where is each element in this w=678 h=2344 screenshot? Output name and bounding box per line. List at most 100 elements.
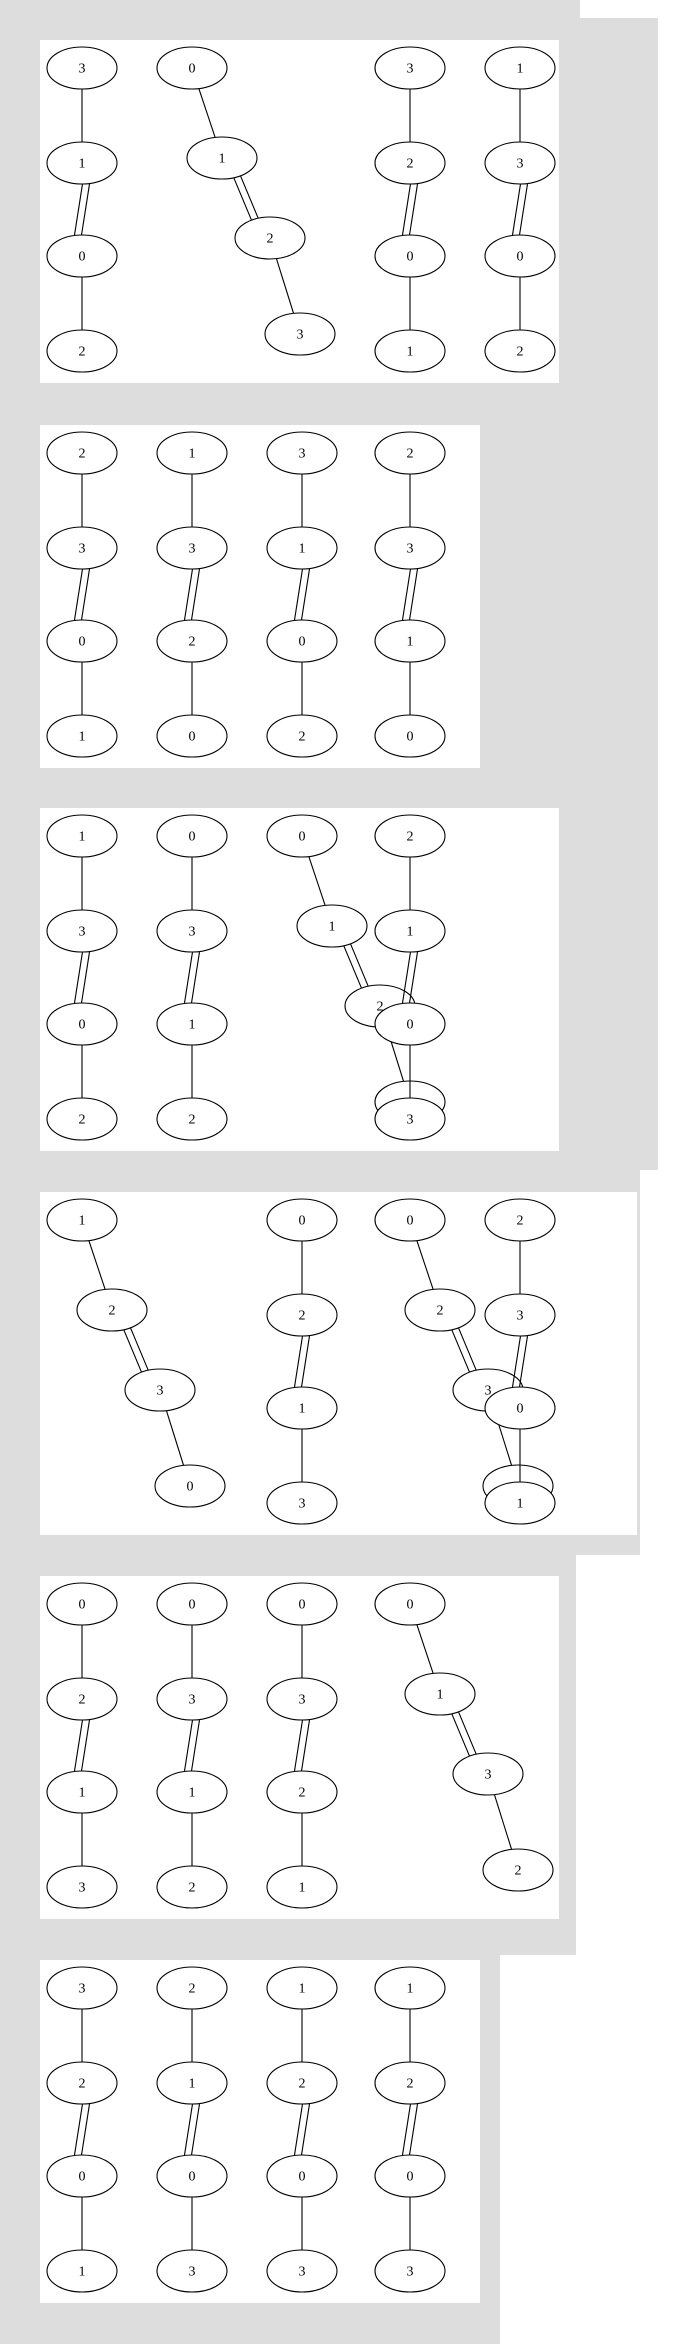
node-label: 3 <box>299 1693 306 1708</box>
node-label: 2 <box>515 1864 522 1879</box>
graph-node: 1 <box>404 1672 476 1716</box>
double-bond-line <box>73 951 84 1004</box>
node-label: 0 <box>79 2170 86 2185</box>
graph-node: 1 <box>266 1865 338 1909</box>
graph-node: 1 <box>46 1198 118 1242</box>
graph-node: 2 <box>156 1966 228 2010</box>
double-bond-line <box>300 1335 311 1388</box>
node-ellipse <box>266 1481 338 1525</box>
single-bond-line <box>275 257 295 315</box>
node-ellipse <box>46 714 118 758</box>
graph-node: 1 <box>374 909 446 953</box>
node-ellipse <box>266 619 338 663</box>
node-ellipse <box>266 1770 338 1814</box>
node-ellipse <box>374 2249 446 2293</box>
node-label: 3 <box>485 1768 492 1783</box>
single-bond-line <box>308 855 326 907</box>
node-label: 3 <box>79 1982 86 1997</box>
graph-node: 2 <box>46 1677 118 1721</box>
node-label: 1 <box>517 1497 524 1512</box>
graph-node: 2 <box>156 619 228 663</box>
graph-node: 3 <box>46 909 118 953</box>
node-ellipse <box>374 1966 446 2010</box>
node-ellipse <box>484 234 556 278</box>
node-label: 0 <box>189 1598 196 1613</box>
node-label: 0 <box>407 1018 414 1033</box>
node-label: 0 <box>407 1214 414 1229</box>
double-bond-line <box>190 1719 201 1772</box>
graph-node: 0 <box>46 619 118 663</box>
node-label: 3 <box>297 328 304 343</box>
double-bond-line <box>73 1719 84 1772</box>
node-ellipse <box>404 1672 476 1716</box>
node-label: 1 <box>79 830 86 845</box>
graph-node: 2 <box>46 2061 118 2105</box>
node-ellipse <box>374 1582 446 1626</box>
node-ellipse <box>46 1770 118 1814</box>
double-bond-line <box>233 177 253 223</box>
node-label: 3 <box>407 2265 414 2280</box>
panel-3 <box>40 808 559 1151</box>
node-ellipse <box>374 1097 446 1141</box>
node-ellipse <box>46 431 118 475</box>
node-ellipse <box>374 2061 446 2105</box>
node-label: 2 <box>517 345 524 360</box>
node-label: 0 <box>79 250 86 265</box>
node-label: 2 <box>407 830 414 845</box>
double-bond-line <box>80 183 91 236</box>
graph-node: 1 <box>46 2249 118 2293</box>
node-label: 0 <box>189 2170 196 2185</box>
graph-node: 1 <box>296 904 368 948</box>
double-bond-line <box>80 568 91 621</box>
node-ellipse <box>156 1865 228 1909</box>
double-bond-line <box>80 951 91 1004</box>
graph-node: 0 <box>484 1386 556 1430</box>
node-ellipse <box>156 1002 228 1046</box>
double-bond-line <box>457 1709 477 1755</box>
double-bond-line <box>300 2103 311 2156</box>
double-bond-line <box>401 183 412 236</box>
node-ellipse <box>46 1002 118 1046</box>
double-bond-line <box>457 1325 477 1371</box>
graph-node: 3 <box>46 526 118 570</box>
panel-4-graphs: 1230021302312301 <box>46 1198 556 1525</box>
graph-node: 0 <box>374 1198 446 1242</box>
node-label: 3 <box>407 542 414 557</box>
graph-node: 0 <box>156 1582 228 1626</box>
node-ellipse <box>46 1198 118 1242</box>
graph-node: 0 <box>266 619 338 663</box>
graph-node: 2 <box>374 141 446 185</box>
node-label: 0 <box>407 250 414 265</box>
graph-node: 0 <box>46 1582 118 1626</box>
panel-3-graphs: 1302031201232103 <box>46 814 446 1141</box>
graph: 3 2 0 1 <box>46 1966 118 2293</box>
node-label: 2 <box>437 1304 444 1319</box>
node-label: 1 <box>407 345 414 360</box>
graph-node: 1 <box>156 431 228 475</box>
graph-node: 1 <box>46 141 118 185</box>
node-label: 1 <box>189 2077 196 2092</box>
node-label: 0 <box>187 1480 194 1495</box>
double-bond-line <box>518 1335 529 1388</box>
graph-node: 2 <box>374 2061 446 2105</box>
double-bond-line <box>408 2103 419 2156</box>
graph-node: 2 <box>156 1865 228 1909</box>
node-label: 0 <box>299 1598 306 1613</box>
node-label: 0 <box>299 635 306 650</box>
node-ellipse <box>46 2249 118 2293</box>
node-ellipse <box>156 714 228 758</box>
node-ellipse <box>156 2249 228 2293</box>
node-label: 1 <box>189 1786 196 1801</box>
node-label: 0 <box>407 2170 414 2185</box>
double-bond-line <box>190 951 201 1004</box>
node-ellipse <box>374 814 446 858</box>
